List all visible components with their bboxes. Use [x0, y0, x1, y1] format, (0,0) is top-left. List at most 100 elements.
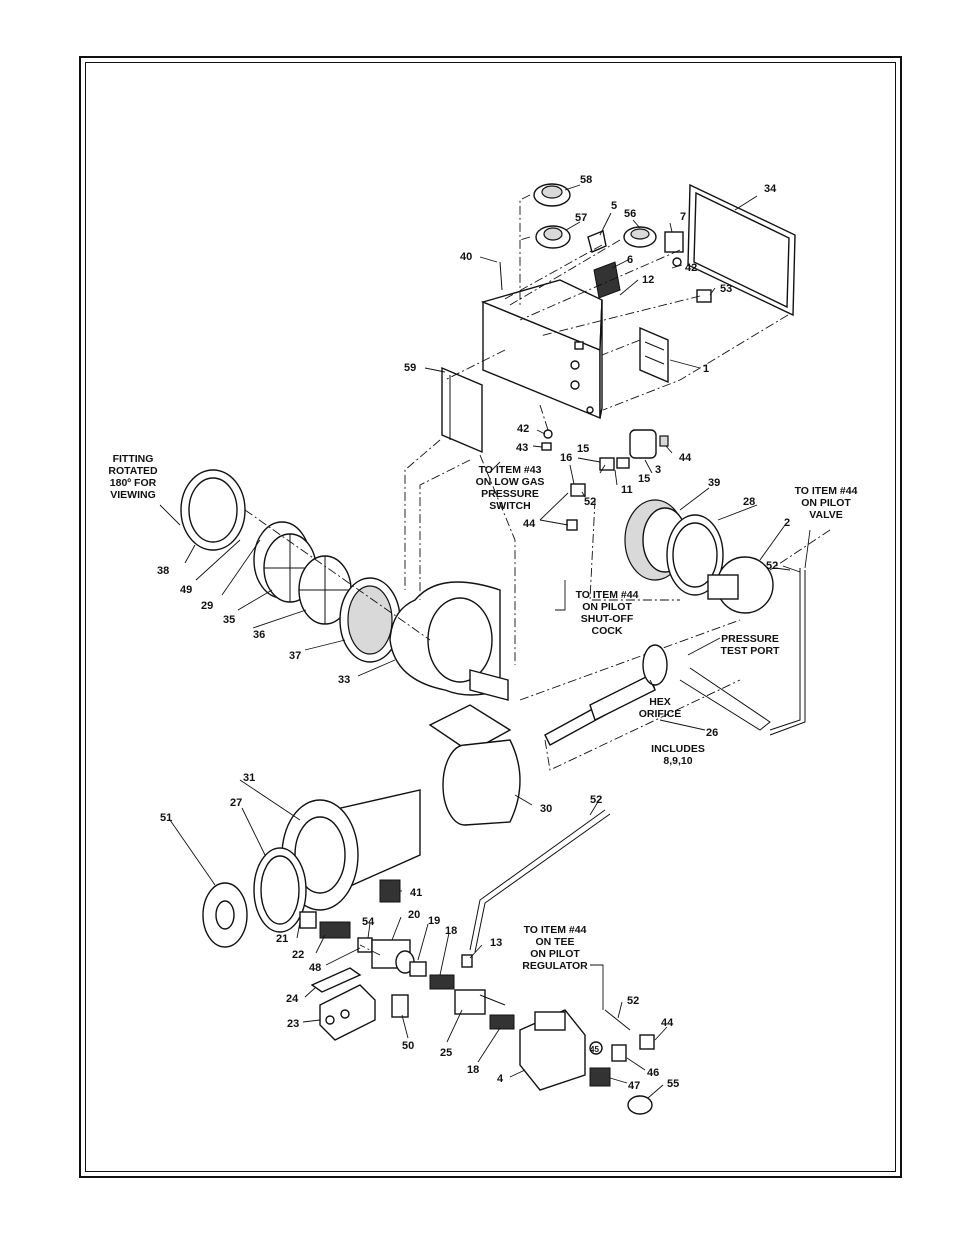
callout-48: 48 — [309, 962, 321, 974]
plate-59 — [441, 366, 483, 454]
callout-52-motor: 52 — [766, 560, 778, 572]
control-panel-group — [441, 183, 796, 531]
tee-20 — [371, 939, 415, 974]
callout-36: 36 — [253, 629, 265, 641]
note-line: ON TEE — [535, 936, 574, 948]
fitting-50 — [391, 994, 409, 1018]
callout-39: 39 — [708, 477, 720, 489]
fan-housing-group — [180, 439, 831, 701]
callout-31: 31 — [243, 772, 255, 784]
tube-section-30 — [442, 739, 521, 826]
callout-44-pilot: 44 — [523, 518, 536, 530]
callout-30: 30 — [540, 803, 552, 815]
callout-15-left: 15 — [577, 443, 589, 455]
callout-1: 1 — [703, 363, 709, 375]
note-line: ON PILOT — [582, 601, 632, 613]
callout-25: 25 — [440, 1047, 452, 1059]
note-line: PRESSURE — [481, 488, 539, 500]
note-line: INCLUDES — [651, 743, 705, 755]
callout-51: 51 — [160, 812, 172, 824]
callout-54: 54 — [362, 916, 375, 928]
ball-valve-25 — [454, 989, 506, 1015]
switch-57 — [535, 225, 571, 249]
fitting-13 — [461, 954, 473, 968]
note-line: TEST PORT — [721, 645, 781, 657]
note-line: 180º FOR — [110, 477, 157, 489]
callout-44-regulator: 44 — [661, 1017, 674, 1029]
spring-22 — [319, 921, 351, 939]
callout-58: 58 — [580, 174, 592, 186]
nozzle-assembly-26 — [544, 644, 668, 746]
note-line: ON PILOT — [530, 948, 580, 960]
note-line: TO ITEM #44 — [524, 924, 587, 936]
callout-56: 56 — [624, 208, 636, 220]
note-line: 8,9,10 — [663, 755, 692, 767]
note-pressure-test-port: PRESSURE TEST PORT — [721, 633, 781, 657]
callout-52-regulator: 52 — [627, 995, 639, 1007]
callout-22: 22 — [292, 949, 304, 961]
grid-ring-27 — [253, 847, 307, 933]
fitting-21 — [299, 911, 317, 929]
callout-49: 49 — [180, 584, 192, 596]
callout-40: 40 — [460, 251, 472, 263]
assembly-lines-burner — [544, 679, 741, 771]
note-line: HEX — [649, 696, 671, 708]
note-line: ON LOW GAS — [476, 476, 545, 488]
callout-37: 37 — [289, 650, 301, 662]
note-line: ON PILOT — [801, 497, 851, 509]
assembly-lines-top — [444, 194, 789, 431]
gas-valve-4 — [519, 1009, 586, 1091]
note-line: VALVE — [809, 509, 842, 521]
note-line: REGULATOR — [522, 960, 588, 972]
part-40 — [499, 261, 503, 291]
note-pilot-valve: TO ITEM #44 ON PILOT VALVE — [795, 485, 858, 521]
fitting-43 — [541, 442, 552, 451]
mounting-gasket — [428, 704, 512, 753]
callout-34: 34 — [764, 183, 777, 195]
note-line: SWITCH — [489, 500, 530, 512]
note-line: TO ITEM #43 — [479, 464, 542, 476]
callout-2: 2 — [784, 517, 790, 529]
callout-52-pilot: 52 — [584, 496, 596, 508]
valve-46 — [611, 1044, 627, 1062]
callout-45: 45 — [590, 1045, 599, 1054]
callout-5: 5 — [611, 200, 617, 212]
note-hex-orifice: HEX ORIFICE — [639, 696, 682, 720]
cover-frame-34 — [687, 183, 796, 317]
part-5 — [587, 230, 607, 253]
bracket-1 — [639, 326, 669, 384]
part-6 — [593, 261, 621, 299]
callout-7: 7 — [680, 211, 686, 223]
switch-58 — [533, 183, 571, 207]
part-7 — [664, 231, 684, 267]
note-line: COCK — [592, 625, 623, 637]
callout-38: 38 — [157, 565, 169, 577]
callout-13: 13 — [490, 937, 502, 949]
note-line: VIEWING — [110, 489, 156, 501]
callout-43: 43 — [516, 442, 528, 454]
fitting-44c — [639, 1034, 655, 1050]
disc-51 — [202, 882, 248, 948]
control-box — [480, 279, 603, 420]
callout-41: 41 — [410, 887, 422, 899]
page-border-inner — [85, 62, 896, 1172]
callout-24: 24 — [286, 993, 299, 1005]
washer-42 — [543, 429, 553, 439]
callout-numbers: 58 57 56 5 7 34 6 42 12 53 40 1 59 42 43… — [157, 174, 790, 1092]
note-line: PRESSURE — [721, 633, 779, 645]
callout-35: 35 — [223, 614, 235, 626]
gas-train-group — [299, 911, 655, 1115]
cover-24 — [310, 967, 362, 993]
valve-3 — [629, 429, 669, 459]
switch-56 — [623, 226, 657, 248]
callout-28: 28 — [743, 496, 755, 508]
note-includes: INCLUDES 8,9,10 — [651, 743, 705, 767]
note-line: FITTING — [113, 453, 154, 465]
callout-12: 12 — [642, 274, 654, 286]
callout-59: 59 — [404, 362, 416, 374]
note-line: SHUT-OFF — [581, 613, 634, 625]
nipple-18a — [429, 974, 455, 990]
nipple-19 — [409, 961, 427, 977]
note-line: ROTATED — [108, 465, 158, 477]
